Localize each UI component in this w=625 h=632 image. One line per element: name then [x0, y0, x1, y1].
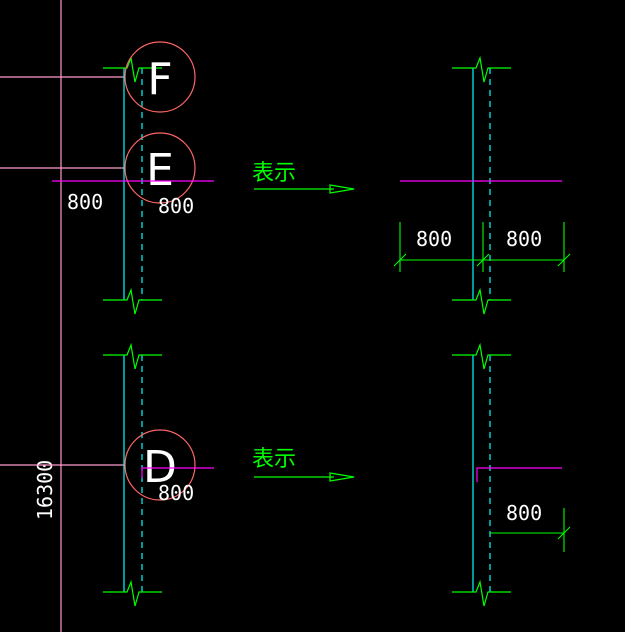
right-break-bottom — [452, 579, 511, 607]
arrow-lower-head — [329, 472, 355, 482]
overall-dimension-text: 16300 — [33, 460, 57, 520]
dim-upper-tick-right — [557, 253, 571, 267]
right-panel: 800 800 800 — [393, 55, 571, 607]
grid-bubble-f — [124, 41, 196, 113]
arrow-upper-head — [329, 184, 355, 194]
annotation-lower-label: 表示 — [252, 447, 296, 472]
break-symbol-top — [103, 55, 162, 83]
right-dimension-lower: 800 — [490, 501, 571, 552]
right-break-mid-upper — [452, 287, 511, 315]
grid-bubble-d — [124, 429, 196, 501]
dim-upper-left-text: 800 — [416, 227, 452, 251]
offset-line-d — [141, 467, 214, 478]
grid-label-e: E — [146, 145, 174, 196]
dim-e-right: 800 — [158, 194, 194, 218]
break-symbol-mid-lower — [103, 342, 162, 370]
dim-e-left: 800 — [67, 190, 103, 214]
break-symbol-mid-upper — [103, 287, 162, 315]
break-symbol-bottom — [103, 579, 162, 607]
grid-label-f: F — [147, 54, 172, 105]
dim-upper-right-text: 800 — [506, 227, 542, 251]
annotation-upper-label: 表示 — [252, 161, 296, 186]
left-panel: 16300 F E D 800 800 800 — [0, 0, 214, 632]
right-offset-line-lower — [476, 467, 562, 482]
dim-lower-tick-right — [557, 526, 571, 540]
dim-d-right: 800 — [158, 481, 194, 505]
dim-upper-tick-mid — [476, 253, 490, 267]
right-break-mid-lower — [452, 342, 511, 370]
right-break-top — [452, 55, 511, 83]
right-dimension-upper: 800 800 — [393, 222, 571, 272]
grid-bubble-e — [124, 132, 196, 204]
dim-lower-right-text: 800 — [506, 501, 542, 525]
annotation-upper: 表示 — [252, 161, 355, 194]
annotation-lower: 表示 — [252, 447, 355, 482]
dim-upper-tick-left — [393, 253, 407, 267]
